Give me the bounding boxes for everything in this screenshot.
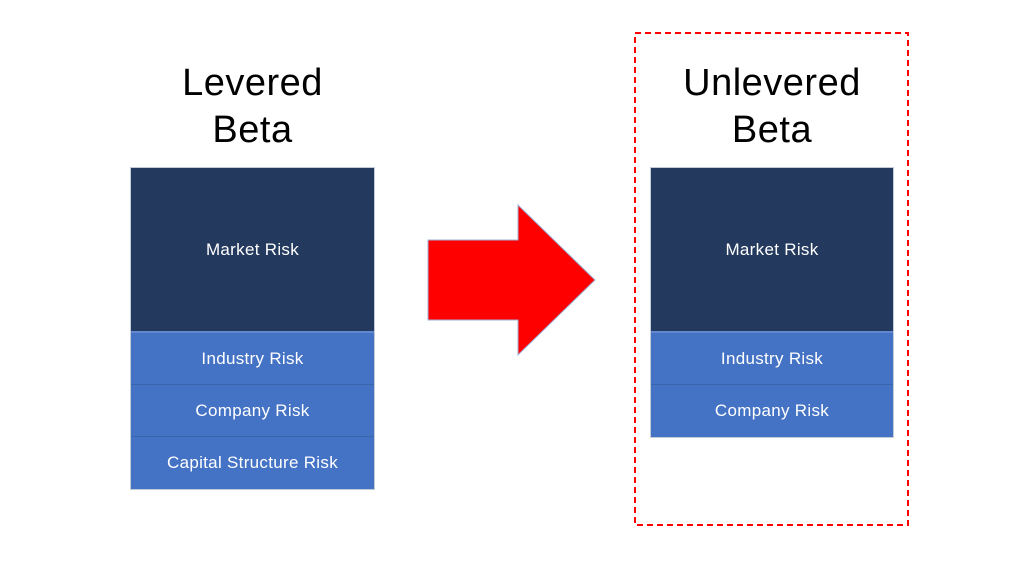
right-arrow-shape [427, 204, 596, 357]
levered-beta-column: Market Risk Industry Risk Company Risk C… [131, 168, 374, 489]
segment-industry-risk: Industry Risk [651, 331, 893, 384]
segment-label: Company Risk [195, 400, 310, 420]
levered-beta-title: Levered Beta [182, 62, 323, 151]
segment-company-risk: Company Risk [131, 384, 374, 436]
segment-capital-structure-risk: Capital Structure Risk [131, 436, 374, 489]
segment-industry-risk: Industry Risk [131, 331, 374, 384]
segment-market-risk: Market Risk [651, 168, 893, 331]
unlevered-beta-title: Unlevered Beta [683, 62, 861, 151]
segment-label: Market Risk [725, 239, 819, 259]
right-arrow-icon [427, 204, 596, 357]
segment-label: Capital Structure Risk [167, 453, 338, 472]
segment-market-risk: Market Risk [131, 168, 374, 331]
segment-label: Market Risk [205, 239, 300, 259]
segment-company-risk: Company Risk [651, 384, 893, 437]
dashed-rect-shape [634, 32, 909, 526]
unlevered-highlight-border [634, 32, 909, 526]
segment-label: Industry Risk [720, 348, 824, 368]
segment-label: Industry Risk [201, 348, 304, 368]
unlevered-beta-column: Market Risk Industry Risk Company Risk [651, 168, 893, 437]
segment-label: Company Risk [714, 401, 830, 420]
